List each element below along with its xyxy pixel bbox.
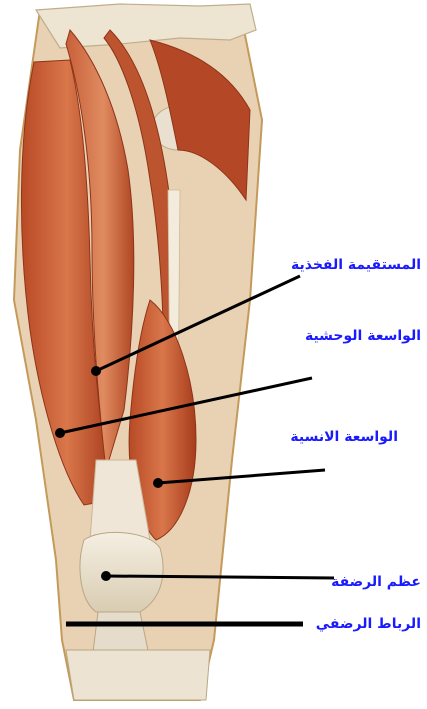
label-patellar-ligament: الرباط الرضفي (316, 615, 421, 633)
label-vastus-lateralis: الواسعة الوحشية (305, 327, 421, 345)
pointer-dot-vastus-medialis (153, 478, 163, 488)
label-rectus-femoris: المستقيمة الفخذية (291, 256, 421, 274)
patella-bone (80, 532, 163, 612)
label-vastus-medialis: الواسعة الانسية (290, 428, 398, 446)
pointer-line-patella (106, 576, 334, 578)
pointer-dot-rectus-femoris (91, 366, 101, 376)
pointer-dot-vastus-lateralis (55, 428, 65, 438)
pointer-dot-patella (101, 571, 111, 581)
label-patella: عظم الرضفة (331, 573, 421, 591)
tibia-bone (66, 650, 210, 700)
